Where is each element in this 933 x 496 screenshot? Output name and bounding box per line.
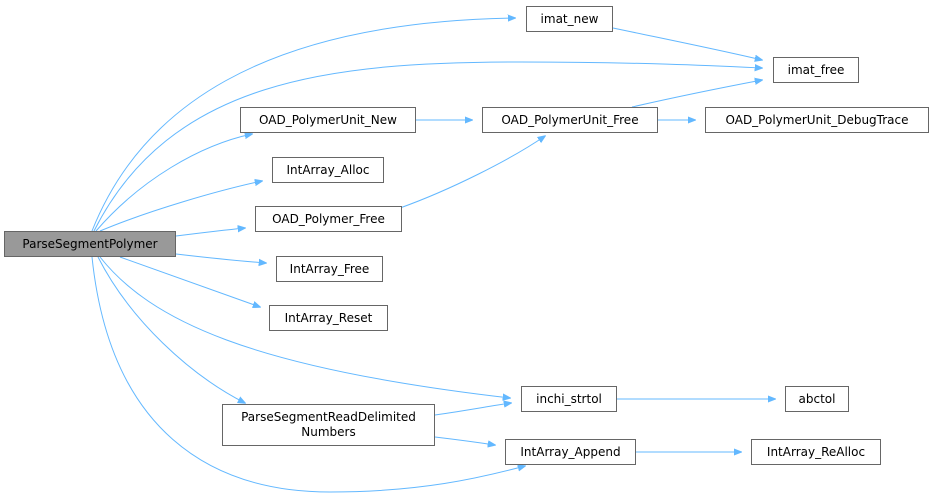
node-label: ParseSegmentReadDelimited Numbers xyxy=(241,410,416,439)
edge-parse-segment-polymer-to-parse-segment-read-delimited-numbers xyxy=(97,256,245,403)
edge-parse-segment-polymer-to-intarray-reset xyxy=(119,256,260,307)
edge-imat-new-to-imat-free xyxy=(612,27,762,60)
node-intarray-append[interactable]: IntArray_Append xyxy=(505,439,636,465)
edge-parse-segment-polymer-to-oad-polymerunit-new xyxy=(95,134,252,232)
edge-parse-segment-polymer-to-intarray-append xyxy=(91,256,525,493)
node-oad-polymerunit-free[interactable]: OAD_PolymerUnit_Free xyxy=(482,107,658,133)
node-intarray-realloc[interactable]: IntArray_ReAlloc xyxy=(751,439,881,465)
edge-oad-polymer-free-to-oad-polymerunit-free xyxy=(399,136,545,209)
node-label: imat_free xyxy=(787,62,845,77)
node-label: imat_new xyxy=(540,11,599,26)
node-intarray-alloc[interactable]: IntArray_Alloc xyxy=(272,157,384,183)
edge-parse-segment-read-delimited-numbers-to-inchi-strtol xyxy=(434,403,511,416)
node-parse-segment-read-delimited-numbers[interactable]: ParseSegmentReadDelimited Numbers xyxy=(222,404,435,446)
node-label: IntArray_Alloc xyxy=(286,162,370,177)
node-parse-segment-polymer[interactable]: ParseSegmentPolymer xyxy=(4,231,176,257)
edge-parse-segment-polymer-to-intarray-free xyxy=(175,253,266,263)
node-label: IntArray_Append xyxy=(520,444,621,459)
node-label: OAD_PolymerUnit_DebugTrace xyxy=(725,112,909,127)
node-label: IntArray_ReAlloc xyxy=(766,444,866,459)
node-inchi-strtol[interactable]: inchi_strtol xyxy=(521,386,617,412)
node-label: OAD_PolymerUnit_New xyxy=(259,112,397,127)
node-label: abctol xyxy=(798,391,836,406)
edge-oad-polymerunit-free-to-imat-free xyxy=(631,80,762,108)
node-imat-new[interactable]: imat_new xyxy=(526,6,613,32)
edge-parse-segment-polymer-to-oad-polymer-free xyxy=(175,228,245,237)
node-imat-free[interactable]: imat_free xyxy=(773,57,859,83)
node-abctol[interactable]: abctol xyxy=(785,386,849,412)
node-intarray-reset[interactable]: IntArray_Reset xyxy=(269,305,388,331)
node-label: OAD_PolymerUnit_Free xyxy=(501,112,639,127)
edge-parse-segment-read-delimited-numbers-to-intarray-append xyxy=(434,436,495,445)
edge-parse-segment-polymer-to-imat-free xyxy=(93,61,762,232)
node-oad-polymer-free[interactable]: OAD_Polymer_Free xyxy=(255,206,402,232)
edge-parse-segment-polymer-to-inchi-strtol xyxy=(99,256,510,398)
node-intarray-free[interactable]: IntArray_Free xyxy=(276,256,383,282)
node-label: inchi_strtol xyxy=(536,391,602,406)
node-oad-polymerunit-debugtrace[interactable]: OAD_PolymerUnit_DebugTrace xyxy=(705,107,929,133)
node-label: OAD_Polymer_Free xyxy=(272,211,385,226)
node-label: IntArray_Reset xyxy=(284,310,373,325)
node-oad-polymerunit-new[interactable]: OAD_PolymerUnit_New xyxy=(240,107,416,133)
edge-parse-segment-polymer-to-intarray-alloc xyxy=(99,181,262,232)
node-label: ParseSegmentPolymer xyxy=(22,236,158,251)
edge-parse-segment-polymer-to-imat-new xyxy=(91,18,515,232)
node-label: IntArray_Free xyxy=(289,261,370,276)
